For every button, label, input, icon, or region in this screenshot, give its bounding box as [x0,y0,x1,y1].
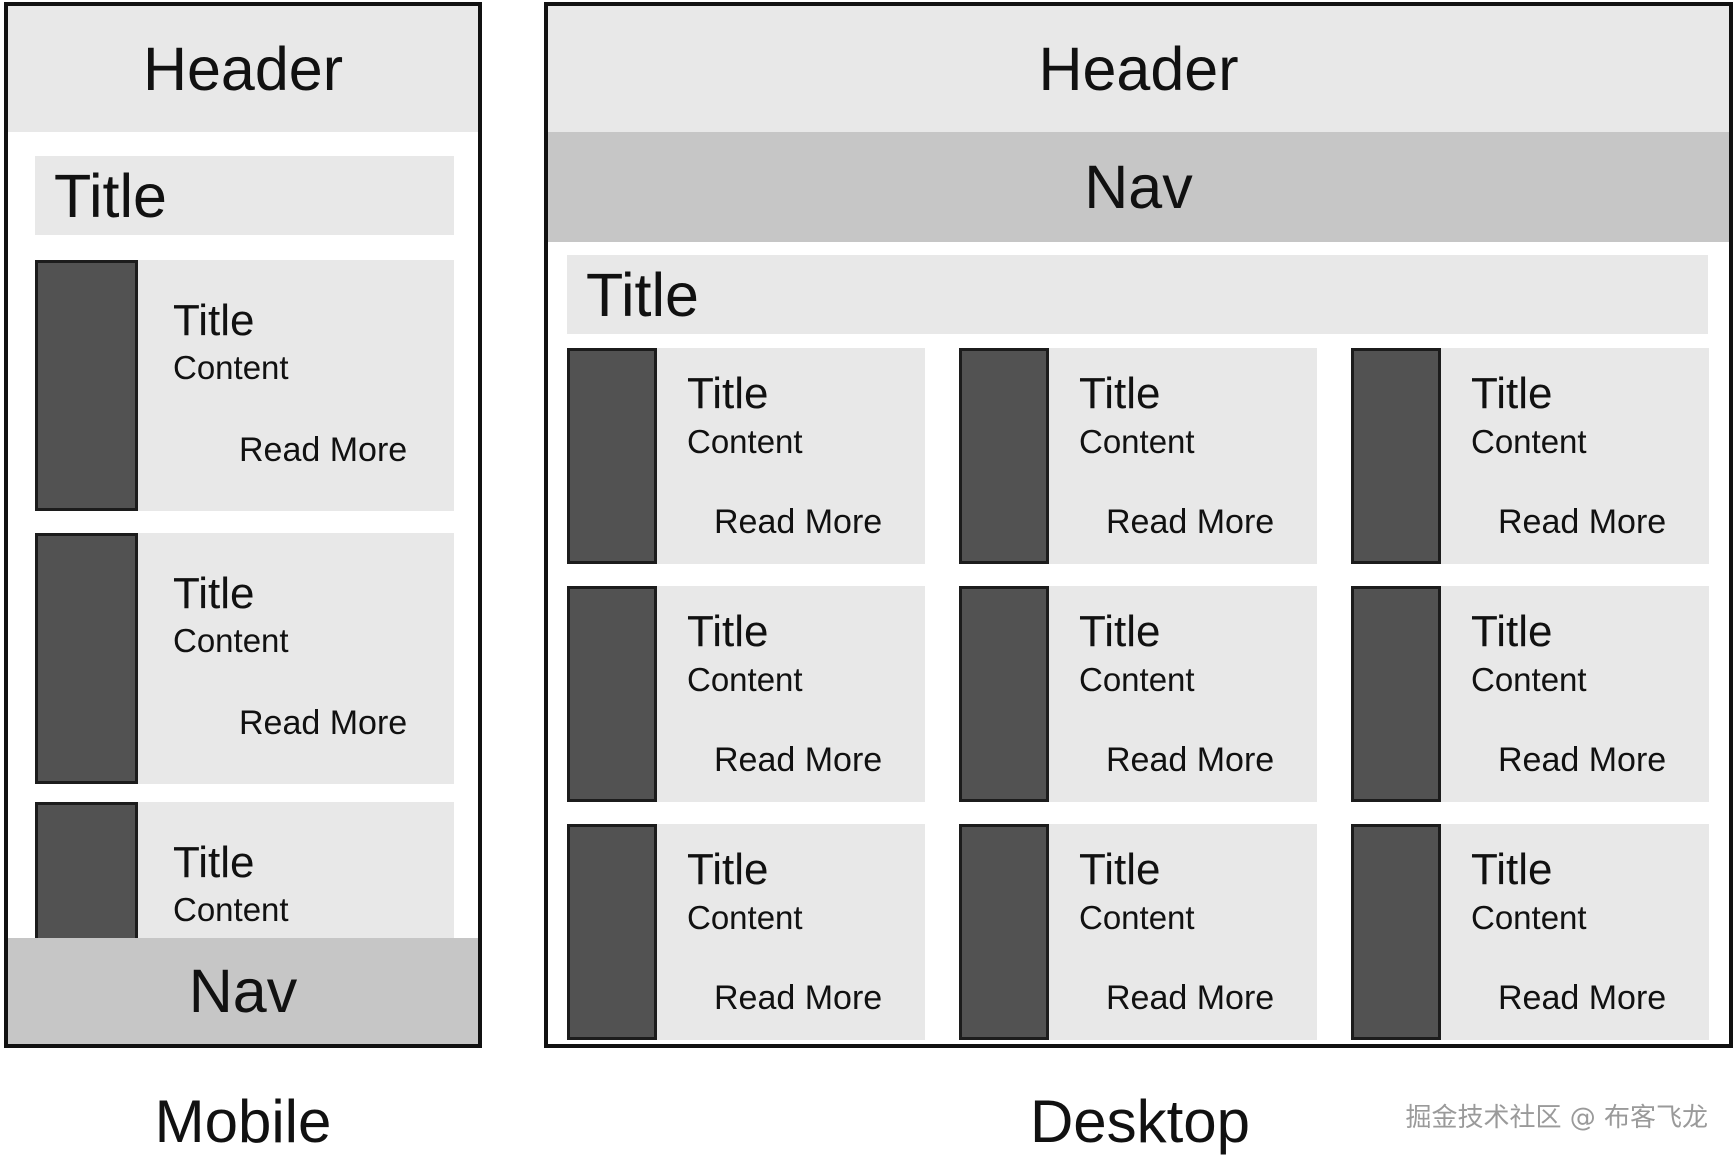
desktop-card: Title Content Read More [567,586,925,802]
card-thumbnail [959,348,1049,564]
card-title: Title [1471,607,1553,656]
read-more-link[interactable]: Read More [1106,741,1275,779]
read-more-link[interactable]: Read More [1106,979,1275,1017]
desktop-card: Title Content Read More [1351,348,1709,564]
card-title: Title [687,607,769,656]
desktop-header: Header [548,6,1729,132]
desktop-card: Title Content Read More [959,586,1317,802]
card-content: Content [687,899,803,936]
desktop-card: Title Content Read More [959,824,1317,1040]
read-more-link[interactable]: Read More [239,431,408,469]
card-content: Content [1471,423,1587,460]
read-more-link[interactable]: Read More [714,979,883,1017]
card-content: Content [687,661,803,698]
mobile-nav: Nav [8,938,478,1044]
desktop-card: Title Content Read More [959,348,1317,564]
card-title: Title [1079,369,1161,418]
read-more-link[interactable]: Read More [1106,503,1275,541]
card-title: Title [173,838,255,887]
card-content: Content [173,622,289,659]
desktop-wireframe: Header Nav Title Title Content Read More… [544,2,1733,1048]
card-thumbnail [567,586,657,802]
card-thumbnail [567,824,657,1040]
card-thumbnail [1351,824,1441,1040]
desktop-caption: Desktop [1029,1088,1251,1155]
card-thumbnail [1351,348,1441,564]
desktop-page-title: Title [567,255,1708,334]
desktop-card: Title Content Read More [567,348,925,564]
read-more-link[interactable]: Read More [714,503,883,541]
read-more-link[interactable]: Read More [1498,979,1667,1017]
card-thumbnail [959,586,1049,802]
mobile-page-title: Title [35,156,454,235]
card-title: Title [1079,607,1161,656]
card-title: Title [1471,369,1553,418]
desktop-card: Title Content Read More [567,824,925,1040]
mobile-wireframe: Header Title Title Content Read More Tit… [4,2,482,1048]
desktop-card: Title Content Read More [1351,586,1709,802]
card-title: Title [173,569,255,618]
card-thumbnail [35,533,138,784]
card-title: Title [687,845,769,894]
read-more-link[interactable]: Read More [1498,503,1667,541]
read-more-link[interactable]: Read More [714,741,883,779]
card-content: Content [173,349,289,386]
card-thumbnail [959,824,1049,1040]
card-title: Title [173,296,255,345]
desktop-card: Title Content Read More [1351,824,1709,1040]
card-content: Content [1079,661,1195,698]
card-content: Content [173,891,289,928]
card-thumbnail [1351,586,1441,802]
card-content: Content [1471,899,1587,936]
card-thumbnail [567,348,657,564]
card-title: Title [1471,845,1553,894]
desktop-nav: Nav [548,132,1729,242]
card-title: Title [1079,845,1161,894]
card-content: Content [1079,423,1195,460]
card-title: Title [687,369,769,418]
card-content: Content [1079,899,1195,936]
mobile-card: Title Content Read More [35,260,454,511]
mobile-header: Header [8,6,478,132]
read-more-link[interactable]: Read More [1498,741,1667,779]
mobile-caption: Mobile [154,1088,332,1155]
watermark: 掘金技术社区 @ 布客飞龙 [1405,1103,1708,1133]
read-more-link[interactable]: Read More [239,704,408,742]
card-thumbnail [35,260,138,511]
mobile-card: Title Content Read More [35,533,454,784]
card-content: Content [1471,661,1587,698]
card-content: Content [687,423,803,460]
